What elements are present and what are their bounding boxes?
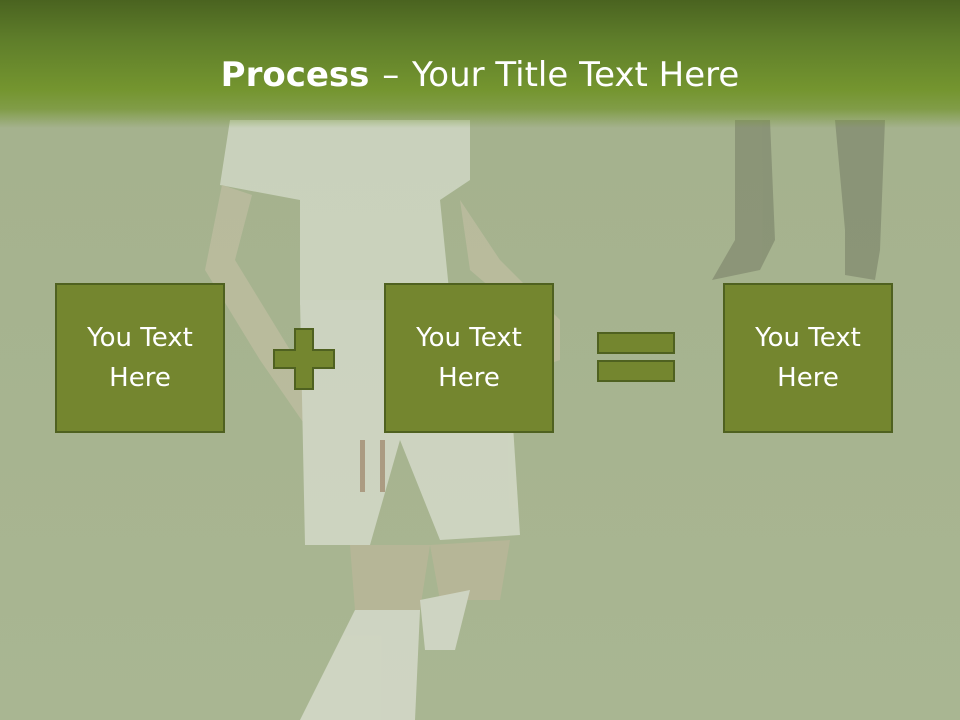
process-box-1-label: You Text Here <box>87 323 193 393</box>
process-box-3-label: You Text Here <box>755 323 861 393</box>
equals-icon <box>597 332 675 382</box>
title-bold-text: Process <box>220 55 370 95</box>
title-bar <box>0 0 960 128</box>
slide-title: Process – Your Title Text Here <box>0 54 960 96</box>
title-text: Your Title Text Here <box>412 55 740 95</box>
process-box-3[interactable]: You Text Here <box>723 283 893 433</box>
process-box-2[interactable]: You Text Here <box>384 283 554 433</box>
title-dash: – <box>382 55 400 95</box>
plus-icon <box>273 328 335 390</box>
process-box-2-label: You Text Here <box>416 323 522 393</box>
process-box-1[interactable]: You Text Here <box>55 283 225 433</box>
